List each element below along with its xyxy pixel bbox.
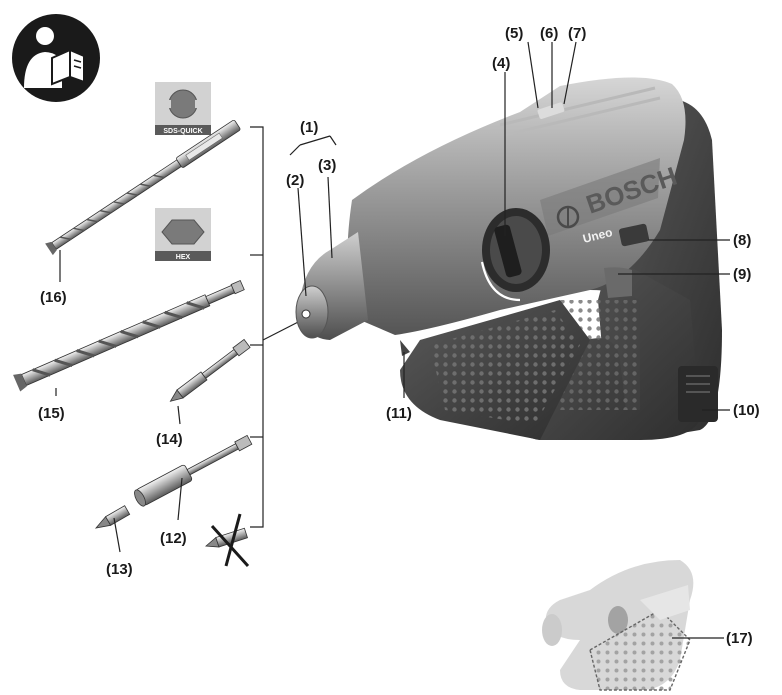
hex-drill-bit — [13, 279, 245, 392]
callout-14: (14) — [156, 431, 183, 448]
callout-10: (10) — [733, 402, 760, 419]
callout-9: (9) — [733, 266, 751, 283]
callout-11: (11) — [386, 405, 412, 422]
battery-pack — [678, 366, 718, 422]
tool-grip-highlight — [542, 560, 694, 691]
bit-holder — [134, 434, 253, 507]
callout-6: (6) — [540, 25, 558, 42]
hex-label: HEX — [176, 254, 191, 261]
callout-3: (3) — [318, 157, 336, 174]
callout-13: (13) — [106, 561, 133, 578]
hex-badge: HEX — [155, 208, 211, 261]
leader-lines — [55, 41, 730, 639]
callout-5: (5) — [505, 25, 523, 42]
switch-button — [618, 223, 650, 247]
sds-quick-label: SDS-QUICK — [163, 128, 202, 135]
callout-labels: (1) (2) (3) (4) (5) (6) (7) (8) (9) (10)… — [38, 25, 760, 647]
rotary-hammer: BOSCH Uneo — [295, 77, 722, 440]
sds-quick-badge: SDS-QUICK — [155, 82, 211, 135]
callout-8: (8) — [733, 232, 751, 249]
callout-7: (7) — [568, 25, 586, 42]
callout-17: (17) — [726, 630, 753, 647]
callout-15: (15) — [38, 405, 65, 422]
callout-16: (16) — [40, 289, 67, 306]
mode-selector-knob — [480, 208, 550, 302]
trigger — [604, 267, 632, 298]
sds-drill-bit — [45, 119, 241, 256]
read-manual-icon — [12, 14, 100, 102]
callout-12: (12) — [160, 530, 187, 547]
crossed-out-bit-icon — [205, 513, 250, 568]
sds-quick-shank-icon — [163, 89, 203, 119]
callout-1: (1) — [300, 119, 318, 136]
short-bit — [169, 338, 251, 402]
callout-2: (2) — [286, 172, 304, 189]
screwdriver-bit — [94, 505, 131, 529]
callout-4: (4) — [492, 55, 510, 72]
hex-shank-icon — [161, 219, 205, 245]
